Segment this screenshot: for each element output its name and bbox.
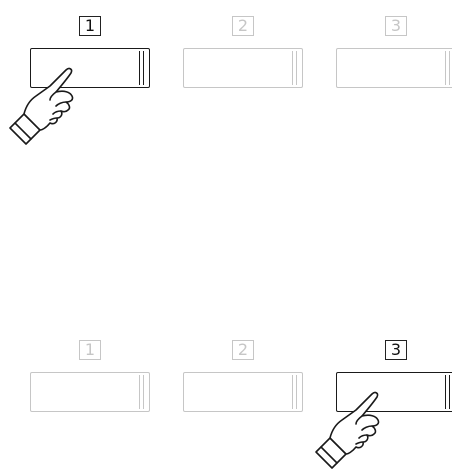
bottom-button-2-number: 2 xyxy=(232,340,254,360)
bottom-button-3-led xyxy=(445,375,450,409)
top-button-3[interactable] xyxy=(336,48,452,88)
bottom-button-1[interactable] xyxy=(30,372,150,412)
bottom-button-1-led xyxy=(139,375,144,409)
bottom-button-2-led xyxy=(292,375,297,409)
top-button-1-led xyxy=(139,51,144,85)
top-button-3-led xyxy=(445,51,450,85)
bottom-button-3-number: 3 xyxy=(385,340,407,360)
bottom-button-1-number: 1 xyxy=(79,340,101,360)
pointing-hand-icon xyxy=(6,62,86,152)
top-button-3-number: 3 xyxy=(385,16,407,36)
pointing-hand-icon xyxy=(312,386,392,476)
bottom-button-2[interactable] xyxy=(183,372,303,412)
top-button-2-number: 2 xyxy=(232,16,254,36)
top-button-2-led xyxy=(292,51,297,85)
top-button-1-number: 1 xyxy=(79,16,101,36)
top-button-2[interactable] xyxy=(183,48,303,88)
